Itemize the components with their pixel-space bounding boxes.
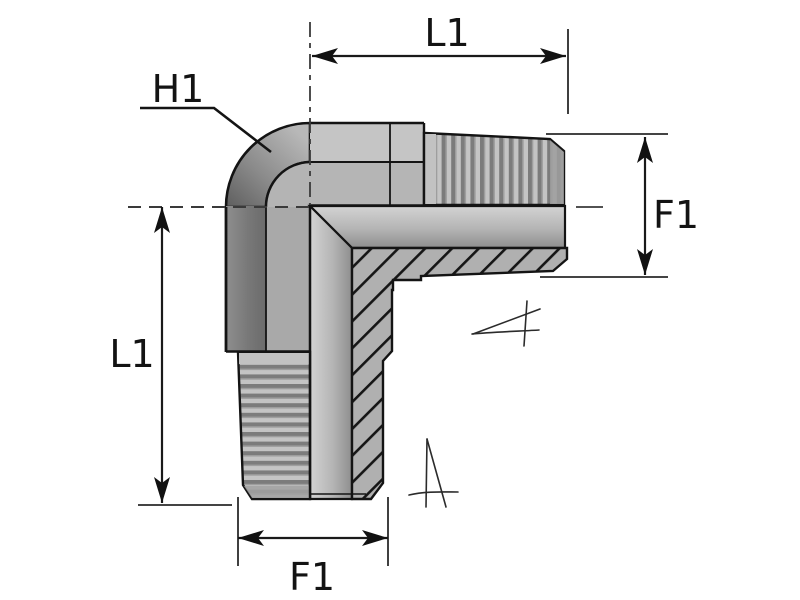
thread-bottom-end-face: [244, 486, 310, 498]
thread-right-end-face: [550, 140, 564, 204]
vertical-arm-shadow-band: [226, 206, 266, 352]
arrowhead: [362, 530, 388, 546]
arrowhead: [540, 48, 566, 64]
dim-label-f1-right: F1: [653, 193, 699, 237]
vertical-arm-face: [266, 206, 310, 352]
fitting-body: [224, 121, 569, 501]
elbow-inner-corner: [266, 162, 310, 207]
bore-wall-vertical: [308, 203, 354, 501]
section-hatch: [350, 246, 569, 501]
horizontal-arm-top-band: [310, 123, 424, 162]
dimensions: L1 H1 L1 F1 F1: [109, 11, 699, 599]
horizontal-arm-lower-band: [310, 162, 424, 206]
leader-h1: [140, 106, 272, 154]
thread-bottom-runout: [239, 353, 309, 364]
bore-wall-horizontal: [307, 204, 567, 250]
arrowheads: [154, 48, 653, 546]
arrowhead: [238, 530, 264, 546]
handdrawn-mark-upper: [471, 300, 541, 347]
dimension-lines: [160, 54, 647, 540]
dim-label-l1-left: L1: [109, 332, 154, 376]
dim-label-h1: H1: [152, 67, 205, 111]
dim-label-l1-top: L1: [424, 11, 469, 55]
handdrawn-mark-lower: [408, 438, 459, 508]
thread-right: [422, 131, 566, 207]
centerlines: [128, 22, 603, 208]
extension-lines: [138, 29, 668, 566]
arrowhead: [154, 477, 170, 503]
body-edges: [224, 121, 565, 499]
arrowhead: [637, 137, 653, 163]
dim-label-f1-bottom: F1: [289, 555, 335, 599]
thread-right-runout: [425, 134, 436, 204]
arrowhead: [637, 249, 653, 275]
thread-bottom: [236, 350, 312, 501]
arrowhead: [154, 207, 170, 233]
handdrawn-marks: [408, 300, 541, 508]
arrowhead: [312, 48, 338, 64]
